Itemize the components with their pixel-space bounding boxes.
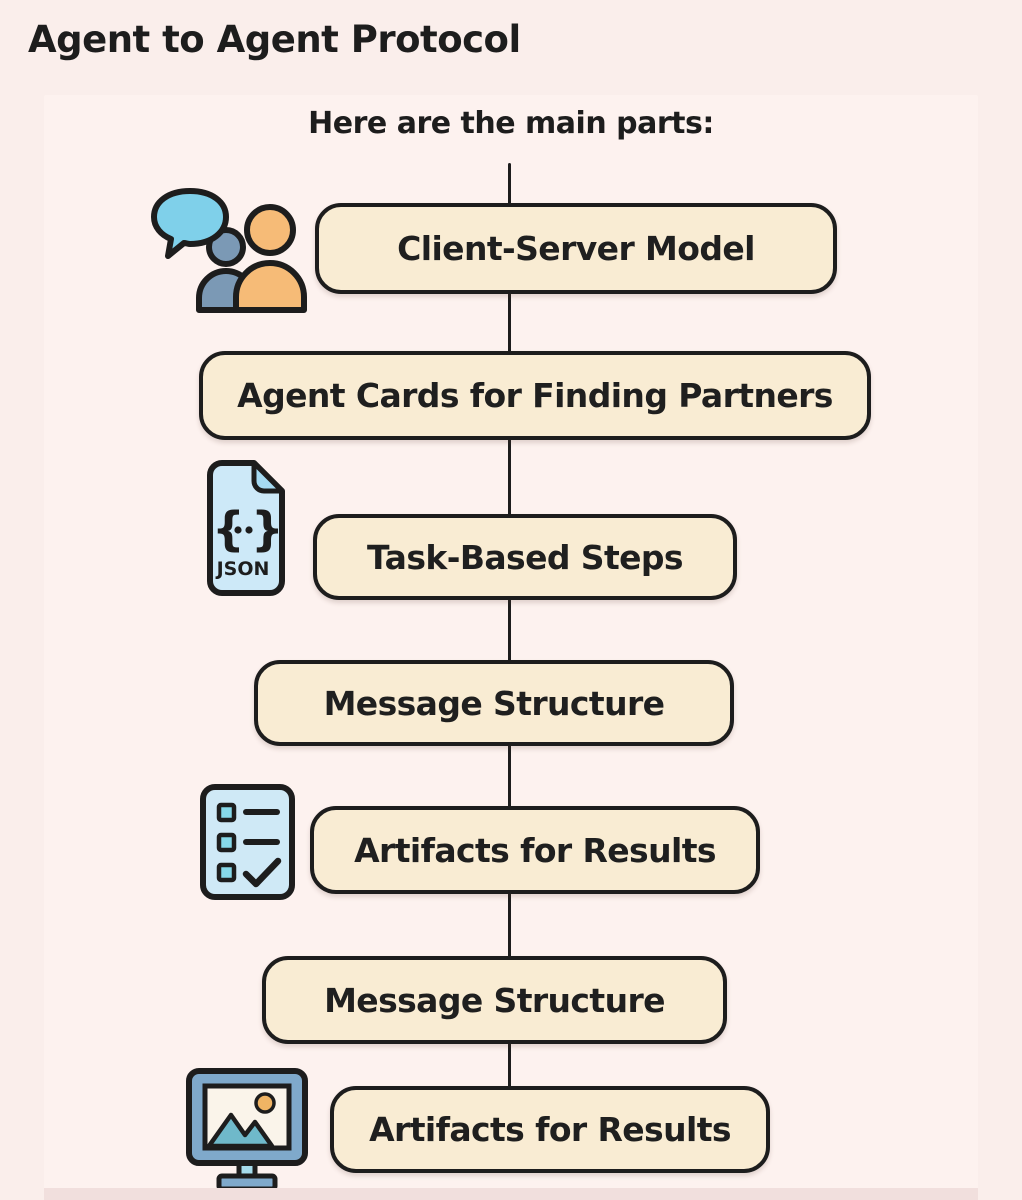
panel-bottom-edge xyxy=(44,1188,978,1200)
flow-connector-line xyxy=(508,163,511,1090)
diagram-subtitle: Here are the main parts: xyxy=(308,106,714,141)
flow-node-message-structure-2: Message Structure xyxy=(262,956,727,1044)
flow-node-label: Artifacts for Results xyxy=(369,1110,731,1149)
flow-node-label: Message Structure xyxy=(324,980,665,1020)
flow-node-label: Message Structure xyxy=(323,683,665,723)
people-chat-icon xyxy=(146,183,314,313)
flow-node-label: Task-Based Steps xyxy=(367,537,684,577)
flow-node-label: Agent Cards for Finding Partners xyxy=(237,376,833,415)
page-title: Agent to Agent Protocol xyxy=(28,18,521,61)
json-file-label: JSON xyxy=(215,558,270,580)
monitor-image-icon xyxy=(182,1066,312,1198)
checklist-icon xyxy=(198,782,297,902)
flow-node-message-structure-1: Message Structure xyxy=(254,660,734,746)
json-file-icon: { } JSON xyxy=(195,457,292,599)
flow-node-task-based-steps: Task-Based Steps xyxy=(313,514,737,600)
flow-node-label: Client-Server Model xyxy=(397,229,755,268)
json-brace-right: } xyxy=(251,502,284,556)
flow-node-label: Artifacts for Results xyxy=(354,830,716,870)
flow-node-artifacts-for-results-1: Artifacts for Results xyxy=(310,806,760,894)
flow-node-client-server-model: Client-Server Model xyxy=(315,203,837,294)
flow-node-agent-cards: Agent Cards for Finding Partners xyxy=(199,351,871,440)
flow-node-artifacts-for-results-2: Artifacts for Results xyxy=(330,1086,770,1173)
